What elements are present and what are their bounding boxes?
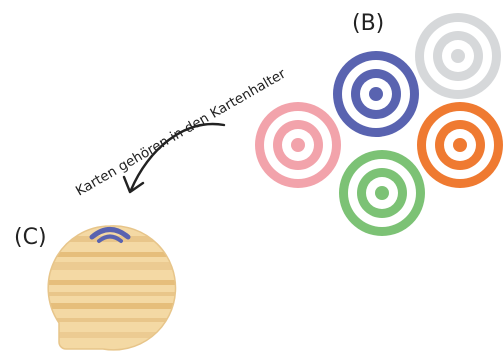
target-orange — [417, 102, 503, 188]
card-holder-icon — [47, 225, 177, 351]
label-c: (C) — [14, 225, 47, 250]
target-pink-ring — [291, 138, 305, 152]
target-gray-ring — [451, 49, 465, 63]
label-b: (B) — [352, 11, 384, 36]
target-blue-ring — [369, 87, 383, 101]
holder-slot-icon — [89, 227, 131, 243]
target-cluster — [255, 13, 503, 236]
target-pink — [255, 102, 341, 188]
curved-arrow-icon — [122, 122, 226, 194]
target-green — [339, 150, 425, 236]
target-blue — [333, 51, 419, 137]
target-gray — [415, 13, 501, 99]
target-green-ring — [375, 186, 389, 200]
target-orange-ring — [453, 138, 467, 152]
